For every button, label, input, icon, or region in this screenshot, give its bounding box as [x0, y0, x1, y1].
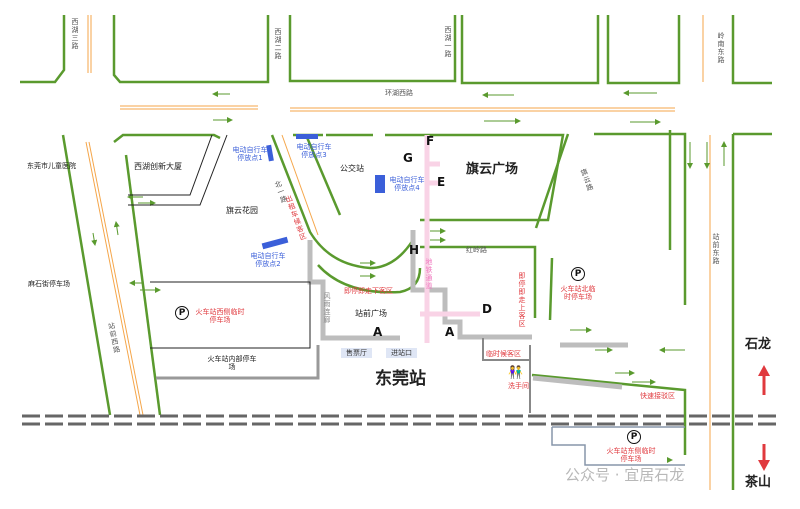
ebike-parking-marks	[261, 134, 385, 250]
metro-passage-label: 地铁通道	[425, 258, 434, 290]
block-outlines	[20, 15, 772, 490]
station-plaza-label: 站前广场	[355, 309, 387, 318]
fast-transfer-label: 快速接驳区	[640, 392, 675, 400]
wechat-watermark: 公众号 · 宜居石龙	[565, 466, 685, 484]
direction-arrows	[758, 365, 770, 471]
mashi-parking-label: 麻石街停车场	[28, 280, 70, 288]
pedestrian-walkways	[307, 230, 628, 390]
exit-h: H	[409, 243, 420, 257]
waiting-zone-label: 临时候客区	[486, 350, 521, 358]
road-label-xihu-san: 西湖三路	[71, 18, 80, 50]
parking-icon-north: P	[571, 267, 585, 281]
dropoff-zone-label: 即停即走下客区	[344, 287, 393, 295]
road-label-huanhu-xi: 环湖西路	[385, 89, 413, 97]
hospital-label: 东莞市儿童医院	[27, 162, 76, 170]
qiyun-plaza-label: 旗云广场	[466, 162, 519, 177]
entrance-label: 进站口	[386, 348, 417, 359]
exit-g: G	[403, 151, 413, 165]
road-label-xihu-er: 西湖二路	[274, 28, 283, 60]
road-label-hongling: 红岭路	[466, 246, 487, 254]
inner-parking-label: 火车站内部停车场	[207, 355, 257, 372]
restroom-label: 洗手间	[508, 382, 529, 390]
center-lines	[85, 15, 711, 490]
railway-tracks	[22, 414, 780, 426]
qiyun-garden-label: 旗云花园	[226, 206, 258, 215]
west-parking-label: 火车站西侧临时停车场	[195, 308, 245, 325]
direction-shilong: 石龙	[745, 337, 772, 352]
north-parking-label: 火车站北临时停车场	[560, 285, 596, 302]
exit-d: D	[482, 302, 492, 316]
parking-icon-east: P	[627, 430, 641, 444]
ticket-hall-label: 售票厅	[341, 348, 372, 359]
ebike-point-4: 电动自行车停放点4	[389, 176, 425, 193]
station-name: 东莞站	[375, 369, 426, 389]
ebike-point-2: 电动自行车停放点2	[250, 252, 286, 269]
corridor-label: 风雨连廊	[323, 292, 332, 324]
exit-a-middle: A	[445, 325, 455, 339]
exit-e: E	[437, 175, 446, 189]
road-label-xihu-yi: 西湖一路	[444, 26, 453, 58]
parking-outlines	[128, 134, 311, 349]
metro-passage	[420, 135, 480, 343]
parking-icon-west: P	[175, 306, 189, 320]
xihu-tower-label: 西湖创新大厦	[134, 162, 182, 171]
pickup-zone-label: 即停即走上客区	[518, 272, 527, 328]
exit-a-west: A	[373, 325, 383, 339]
direction-chashan: 茶山	[745, 475, 772, 490]
road-label-lingnan-dong: 岭南东路	[717, 32, 726, 64]
ebike-point-1: 电动自行车停放点1	[232, 146, 268, 163]
ebike-point-3: 电动自行车停放点3	[296, 143, 332, 160]
exit-f: F	[426, 134, 435, 148]
bus-station-label: 公交站	[340, 164, 364, 173]
east-parking-label: 火车站东侧临时停车场	[606, 447, 656, 464]
restroom-icon: 👫	[508, 365, 523, 379]
road-label-zhanqian-dong: 站前东路	[712, 233, 721, 265]
east-parking-outline	[551, 426, 685, 466]
traffic-arrows	[91, 90, 727, 463]
